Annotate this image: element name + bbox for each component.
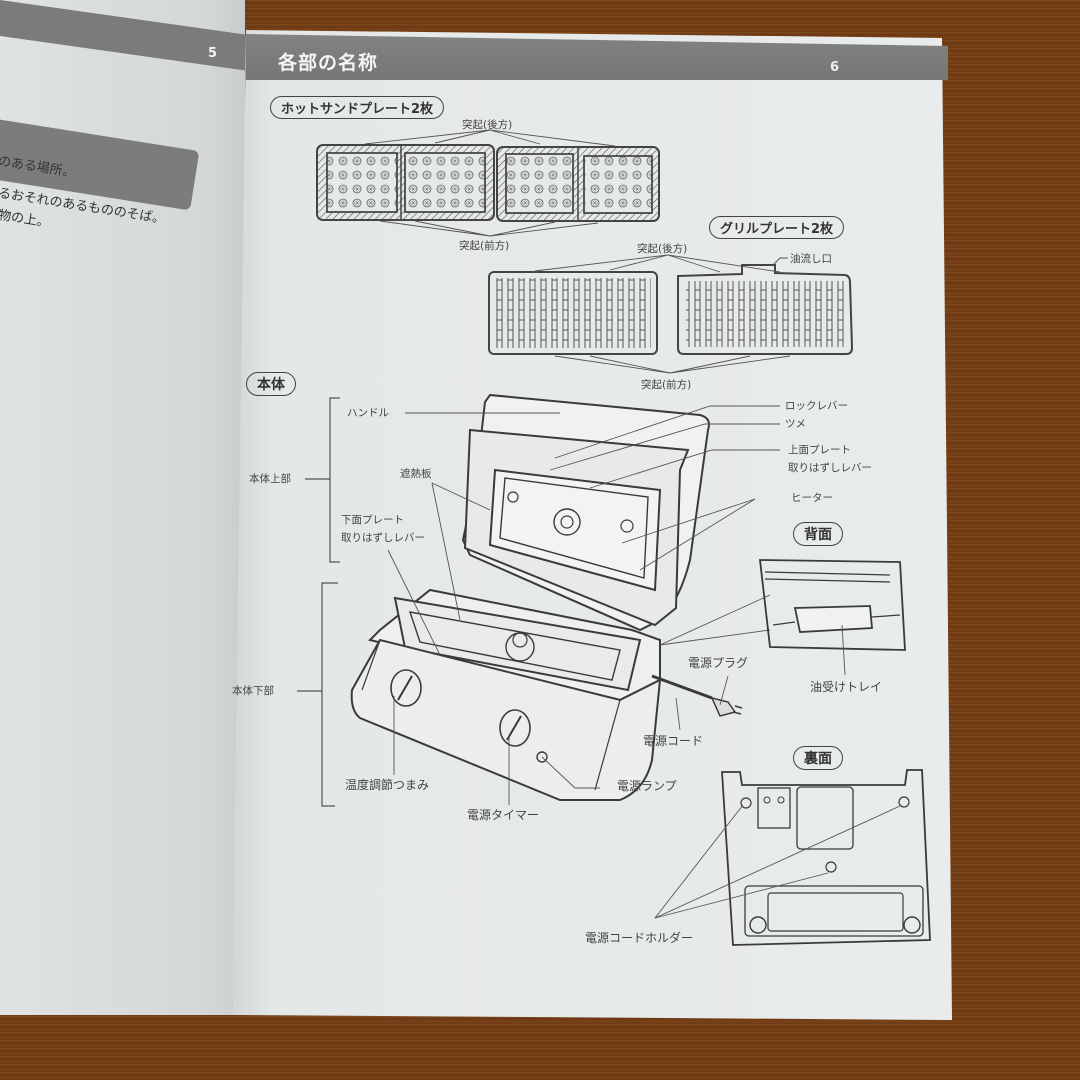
hot-sand-rear-protrusion-label: 突起(後方) [462,119,513,131]
page-number: 6 [830,60,840,75]
grill-plate-left [488,271,658,355]
oil-drain-label: 油流し口 [790,253,832,265]
claw-label: ツメ [785,418,806,430]
heater-label: ヒーター [791,492,833,504]
hot-sand-plate-right [496,146,660,222]
heat-shield-label: 遮熱板 [400,468,432,480]
power-plug-label: 電源プラグ [688,656,749,670]
cord-holder-leader-lines [654,804,901,919]
back-view [758,559,906,676]
section-hot-sand-plates: ホットサンドプレート2枚 [270,96,445,119]
upper-plate-lever-label-2: 取りはずしレバー [788,462,872,474]
oil-tray-label: 油受けトレイ [810,680,883,694]
lower-plate-lever-label-1: 下面プレート [341,514,404,526]
lower-plate-lever-label-2: 取りはずしレバー [341,532,425,544]
hot-sand-plate-left [316,144,495,221]
left-page: 5 のある場所。 るおそれのあるもののそば。 物の上。 [0,0,260,1015]
hot-sand-front-protrusion-label: 突起(前方) [459,240,510,252]
grill-leader-lines [534,254,791,374]
section-back: 背面 [793,522,843,546]
section-grill-plates: グリルプレート2枚 [709,216,845,239]
cord-holder-label: 電源コードホルダー [585,931,694,945]
hot-sand-leader-lines [364,129,616,237]
page-title: 各部の名称 [278,52,379,74]
power-timer-label: 電源タイマー [467,808,540,822]
grill-front-protrusion-label: 突起(前方) [641,379,692,391]
section-body: 本体 [246,372,296,396]
lock-lever-label: ロックレバー [785,400,848,412]
grill-rear-protrusion-label: 突起(後方) [637,243,688,255]
handle-label: ハンドル [347,407,389,419]
grill-appliance [350,393,743,801]
body-leader-lines [387,405,780,805]
power-cord-label: 電源コード [643,734,704,748]
power-lamp-label: 電源ランプ [617,779,677,793]
left-page-number: 5 [208,46,218,61]
bottom-view [721,769,931,946]
upper-plate-lever-label-1: 上面プレート [788,444,851,456]
lower-body-label: 本体下部 [232,685,274,697]
temp-knob-label: 温度調節つまみ [345,778,430,792]
upper-body-label: 本体上部 [249,473,291,485]
grill-plate-right [677,264,854,355]
section-bottom: 裏面 [793,746,843,770]
body-group-brackets [297,397,340,807]
